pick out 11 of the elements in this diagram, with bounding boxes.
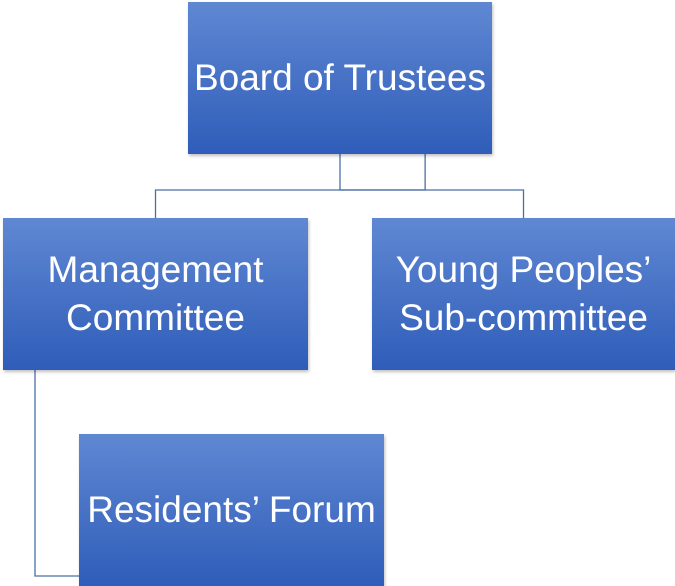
box-label: Young Peoples’ Sub-committee bbox=[394, 248, 652, 340]
org-box bbox=[372, 218, 675, 370]
connector-line bbox=[34, 370, 79, 577]
box-label: Board of Trustees bbox=[194, 56, 486, 100]
box-label: Residents’ Forum bbox=[87, 488, 376, 532]
box-label: Management Committee bbox=[46, 248, 264, 340]
org-box bbox=[188, 2, 492, 154]
connector-line bbox=[339, 154, 524, 218]
org-box bbox=[3, 218, 308, 370]
org-box bbox=[79, 434, 384, 586]
connector-line bbox=[154, 154, 426, 218]
